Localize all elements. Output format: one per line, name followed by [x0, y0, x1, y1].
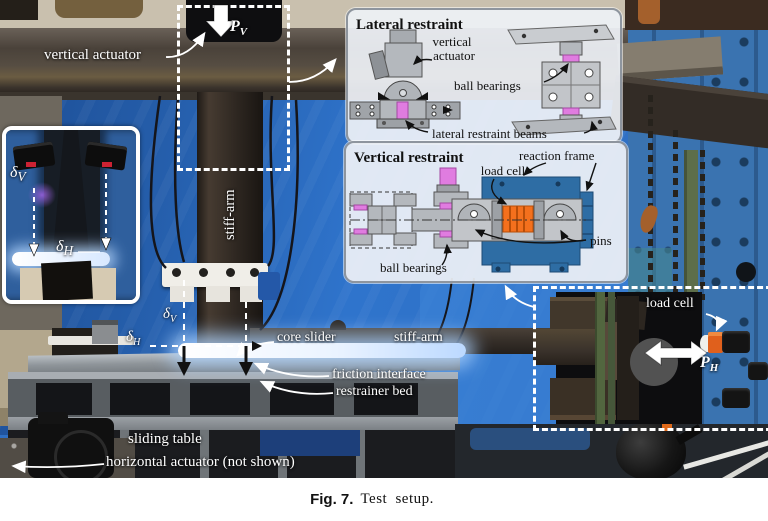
chain	[648, 95, 653, 310]
table-cell	[270, 383, 334, 415]
hoist-orange	[638, 0, 660, 24]
lateral-restraint-drawing: Lateral restraint vertical actuator ball…	[349, 17, 617, 141]
table-rib	[200, 430, 209, 478]
leader-pins-2	[560, 229, 587, 242]
delta-h-inset-label: δH	[56, 238, 74, 259]
leader-ball-bearings	[543, 62, 569, 83]
label-ph: PH	[700, 354, 719, 375]
lifting-lug	[330, 320, 346, 330]
roi-horizontal-restraint	[533, 286, 768, 431]
fixture-leg	[170, 286, 194, 302]
frame-column-edge	[652, 0, 656, 478]
leader-beams-left	[405, 119, 429, 133]
fixture-bolt	[250, 268, 259, 277]
stiff-arm-vertical-beam	[197, 92, 263, 348]
label-ball-bearings: ball bearings	[380, 260, 447, 275]
knob	[748, 362, 768, 380]
label-delta-h: δH	[126, 329, 141, 348]
inset-photo-displacement: δV δH	[2, 126, 140, 304]
fixture-leg	[206, 286, 230, 302]
floor-blue-patch	[470, 428, 590, 450]
hrestraint-bottom-bracket	[550, 378, 616, 420]
violet-glow	[28, 182, 56, 208]
chain	[700, 150, 705, 300]
test-setup-photo: δV δH	[0, 0, 768, 478]
debris-dark	[0, 0, 38, 20]
inset-lateral-restraint: Lateral restraint vertical actuator ball…	[346, 8, 622, 144]
label-load-cell-right: load cell	[646, 296, 694, 311]
table-blue-box	[260, 430, 360, 456]
sensor-red-dot	[26, 162, 36, 167]
knob-circle	[736, 262, 756, 282]
leader-reaction-frame-2	[585, 162, 597, 192]
lamp-dome	[616, 422, 686, 478]
caption-label: Fig. 7.	[310, 491, 354, 508]
table-cell	[354, 383, 418, 415]
leader-reaction-frame-1	[523, 162, 547, 176]
plumb-bob	[662, 418, 672, 431]
sensor-box	[92, 320, 118, 344]
table-lip	[8, 372, 458, 379]
label-pv: PV	[230, 18, 248, 39]
fixture-blue-box	[258, 272, 280, 300]
lateral-inset-title: Lateral restraint	[356, 17, 463, 33]
leader-ball-bearings	[441, 243, 452, 266]
camera-hump	[38, 412, 68, 424]
green-strap-box	[595, 292, 605, 424]
inset-instrument	[41, 260, 93, 300]
table-rib	[356, 430, 365, 478]
pointer-triangle	[443, 106, 453, 114]
beam-2018	[616, 36, 724, 82]
table-shelf	[8, 417, 458, 430]
label-vertical: vertical	[433, 34, 472, 49]
leader-load-cell	[491, 178, 508, 205]
label-pins: pins	[590, 233, 612, 248]
label-actuator: actuator	[433, 48, 476, 63]
fixture-bolt	[226, 268, 235, 277]
label-core-slider: core slider	[277, 330, 336, 345]
vertical-inset-title: Vertical restraint	[354, 150, 464, 166]
label-sliding-table: sliding table	[128, 431, 202, 447]
label-delta-v: δV	[163, 306, 177, 325]
label-lateral-restraint-beams: lateral restraint beams	[432, 126, 547, 141]
label-stiff-arm-horizontal: stiff-arm	[394, 330, 443, 345]
label-stiff-arm-vertical: stiff-arm	[222, 189, 238, 240]
leader-vertical-actuator	[413, 55, 433, 65]
leader-beams-right	[583, 120, 598, 134]
green-strap-box	[608, 292, 615, 424]
fixture-bolt	[199, 268, 208, 277]
label-restrainer-bed: restrainer bed	[336, 384, 413, 399]
fixture-bolt	[172, 268, 181, 277]
knob	[722, 331, 750, 353]
inset-vertical-restraint: Vertical restraint reaction frame load c…	[344, 141, 628, 283]
vertical-restraint-drawing: Vertical restraint reaction frame load c…	[349, 148, 612, 275]
label-friction-interface: friction interface	[332, 367, 426, 382]
label-horizontal-actuator: horizontal actuator (not shown)	[106, 454, 295, 470]
table-cell	[110, 383, 170, 415]
label-ball-bearings: ball bearings	[454, 78, 521, 93]
figure-caption: Fig. 7. Test setup.	[0, 478, 756, 521]
sensor-red-dot	[102, 162, 112, 167]
debris-brown	[55, 0, 143, 18]
green-strap	[684, 150, 698, 310]
table-cell	[36, 383, 92, 415]
load-cell-orange	[708, 332, 723, 353]
knob	[722, 388, 750, 408]
caption-text: Test setup.	[360, 491, 434, 507]
delta-v-inset-label: δV	[10, 164, 26, 185]
camera	[28, 412, 114, 478]
table-cell	[190, 383, 250, 415]
camera-lens	[54, 430, 108, 478]
chain	[673, 130, 678, 315]
label-load-cell: load cell	[481, 163, 526, 178]
label-vertical-actuator: vertical actuator	[44, 47, 142, 63]
leader-pins-1	[474, 229, 587, 244]
sensor-bar	[48, 336, 134, 345]
hrestraint-vert-plate	[617, 296, 639, 420]
fixture-leg	[240, 286, 262, 302]
label-reaction-frame: reaction frame	[519, 148, 595, 163]
